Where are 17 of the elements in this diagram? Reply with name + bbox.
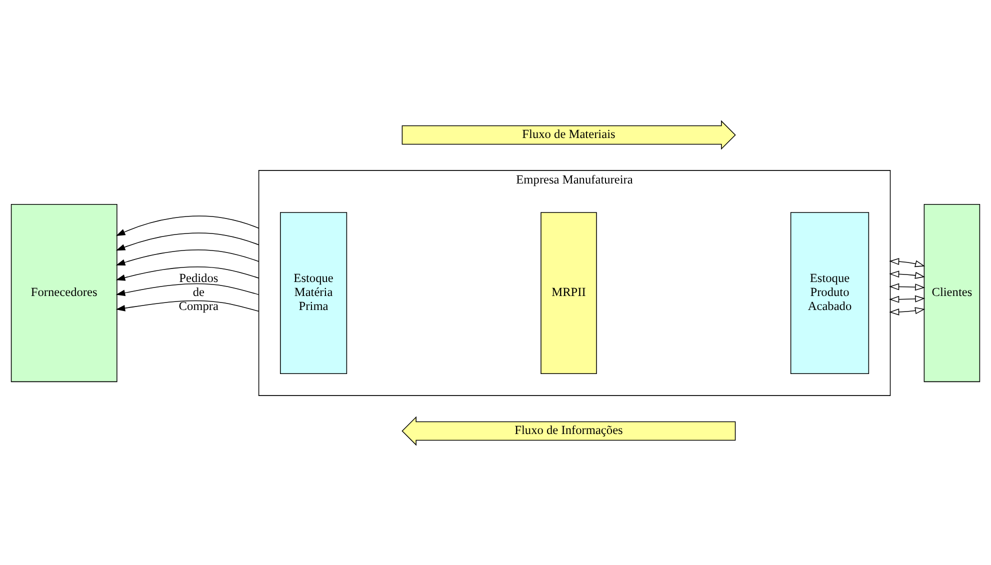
arrow: [116, 282, 260, 296]
arrow: [889, 257, 926, 267]
arrow: [889, 306, 926, 315]
arrow: [889, 270, 926, 278]
node-box: MRPII: [540, 212, 597, 374]
node-box: Estoque Produto Acabado: [790, 212, 870, 374]
node-box: Clientes: [924, 203, 980, 382]
arrow: [889, 294, 926, 302]
node-box: Estoque Matéria Prima: [280, 212, 348, 374]
arrow: [116, 300, 260, 312]
arrow: [116, 249, 260, 266]
arrow: [116, 266, 260, 280]
arrow: [116, 215, 260, 236]
label: Pedidos de Compra: [178, 270, 219, 312]
arrow: [889, 282, 926, 290]
node-box: Fornecedores: [10, 203, 118, 382]
arrow: [116, 232, 260, 250]
